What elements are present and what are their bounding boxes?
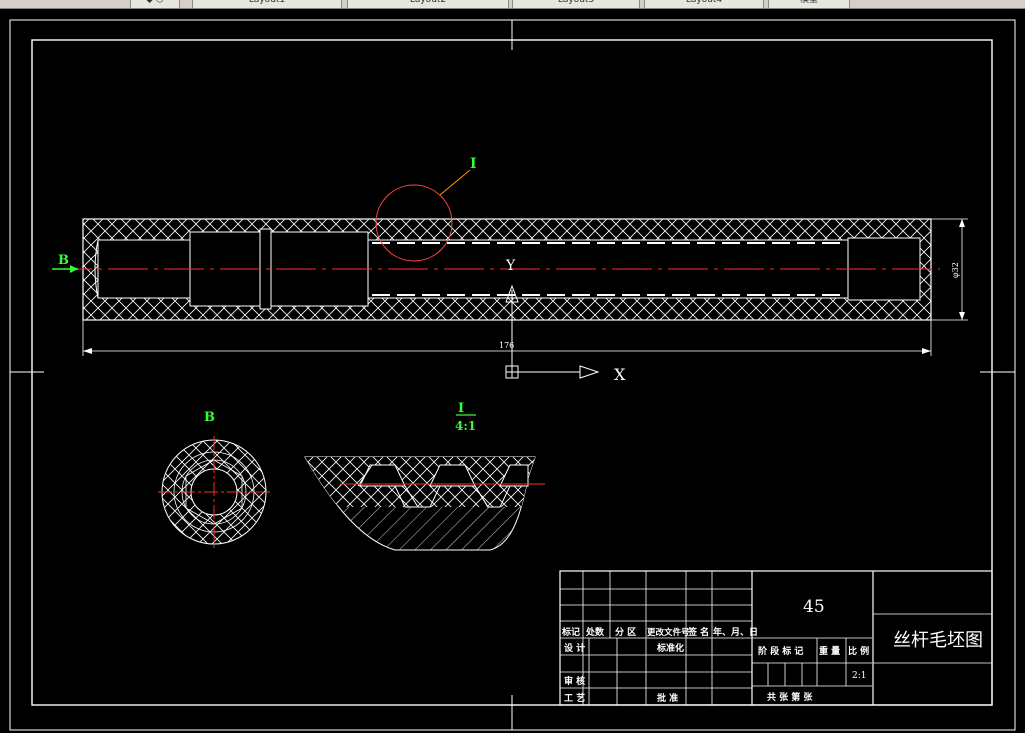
row-approve: 批 准: [657, 692, 678, 704]
ucs-icon: X Y: [505, 258, 626, 384]
row-process: 工 艺: [564, 692, 585, 704]
tab-model[interactable]: 模型: [768, 0, 850, 8]
main-section-view[interactable]: B I φ32 176: [52, 156, 968, 356]
header-signature: 签 名: [687, 626, 709, 638]
row-standardize: 标准化: [656, 642, 684, 654]
drawing-frame: [9, 19, 1016, 731]
weight-label: 重 量: [819, 645, 840, 657]
detail-view-label: I: [458, 401, 464, 416]
ucs-y-label: Y: [505, 258, 516, 274]
title-block: [559, 570, 993, 706]
scale-label: 比 例: [848, 645, 869, 657]
sheets-label: 共 张 第 张: [767, 691, 813, 703]
detail-callout-label: I: [470, 156, 477, 172]
layout-tab-bar: ◆ ⬡ Layout1 Layout2 Layout3 Layout4 模型: [0, 0, 1025, 9]
drawing-canvas[interactable]: B I φ32 176 X Y B: [0, 9, 1025, 733]
stage-mark-label: 阶 段 标 记: [758, 645, 803, 657]
length-dimension: 176: [499, 341, 514, 350]
cube-icon[interactable]: ⬡: [155, 0, 164, 5]
detail-i-view[interactable]: I 4:1: [300, 401, 545, 551]
title-block-text: 标记 处数 分 区 更改文件号 签 名 年、月、日 设 计 标准化 审 核 工 …: [561, 597, 983, 704]
header-mark: 标记: [561, 626, 580, 638]
diameter-dimension: φ32: [951, 262, 960, 278]
row-review: 审 核: [564, 675, 585, 687]
section-b-view[interactable]: B: [158, 410, 270, 548]
tab-layout1[interactable]: Layout1: [192, 0, 342, 8]
tab-layout2[interactable]: Layout2: [347, 0, 509, 8]
material-value: 45: [803, 597, 825, 617]
layout-toggle-icon[interactable]: ◆: [146, 0, 154, 5]
header-count: 处数: [585, 626, 605, 638]
section-b-label: B: [204, 410, 215, 425]
part-name: 丝杆毛坯图: [893, 630, 983, 651]
toolbar-icons[interactable]: ◆ ⬡: [130, 0, 180, 8]
tab-layout3[interactable]: Layout3: [512, 0, 640, 8]
scale-value: 2:1: [852, 671, 866, 681]
header-date: 年、月、日: [713, 626, 758, 638]
header-zone: 分 区: [615, 626, 636, 638]
view-label-b: B: [58, 253, 69, 268]
ucs-x-label: X: [614, 365, 626, 384]
header-change-doc: 更改文件号: [647, 627, 690, 638]
row-design: 设 计: [564, 642, 585, 654]
detail-view-scale: 4:1: [455, 419, 476, 433]
tab-layout4[interactable]: Layout4: [644, 0, 764, 8]
